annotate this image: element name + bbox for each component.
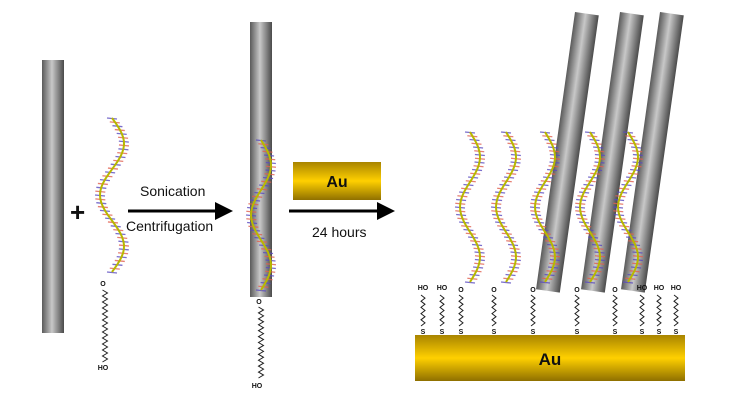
hydroxyl-label: HO: [98, 365, 109, 372]
alkyl-chain: [639, 294, 645, 327]
oxygen-label: O: [100, 281, 106, 288]
alkyl-chain: [439, 294, 445, 327]
alkyl-chain: [574, 294, 580, 327]
sulfur-label: S: [674, 329, 679, 336]
hydroxyl-label: HO: [418, 285, 429, 292]
nanotube-tilted: [621, 12, 684, 293]
sulfur-label: S: [613, 329, 618, 336]
alkyl-chain: [101, 289, 109, 363]
thiol-chains: HO S HO S O S O S O S O S O S HO S HO S HO S: [418, 285, 682, 336]
plus-sign: +: [70, 197, 85, 227]
dna-backbone: [249, 139, 273, 291]
hydroxyl-label: HO: [437, 285, 448, 292]
gold-reagent-block: [293, 162, 381, 200]
base-pair: [539, 281, 551, 284]
dna-backbone: [494, 131, 518, 283]
sulfur-label: S: [575, 329, 580, 336]
dna-backbone: [616, 131, 640, 283]
alkyl-chain: [458, 294, 464, 327]
oxygen-label: O: [256, 299, 262, 306]
alkyl-chain: [530, 294, 536, 327]
alkyl-chain: [612, 294, 618, 327]
sulfur-label: S: [421, 329, 426, 336]
dna-strand-free: O HO: [94, 117, 130, 372]
oxygen-label: O: [574, 287, 580, 294]
sulfur-label: S: [657, 329, 662, 336]
gold-substrate: [415, 335, 685, 381]
alkyl-chain: [673, 294, 679, 327]
nanotube-left: [42, 60, 64, 333]
alkyl-chain: [491, 294, 497, 327]
hydroxyl-label: HO: [637, 285, 648, 292]
centrifugation-label: Centrifugation: [126, 218, 213, 234]
gold-reagent-label: Au: [326, 174, 347, 191]
base-pair: [500, 281, 512, 284]
hydroxyl-label: HO: [252, 383, 263, 390]
sulfur-label: S: [492, 329, 497, 336]
hydroxyl-label: HO: [671, 285, 682, 292]
oxygen-label: O: [491, 287, 497, 294]
dna-backbone: [578, 131, 602, 283]
oxygen-label: O: [458, 287, 464, 294]
alkyl-chain: [420, 294, 426, 327]
base-pair: [255, 289, 267, 292]
base-pair: [622, 281, 634, 284]
nanotube-tilted: [536, 12, 599, 293]
base-pair: [106, 271, 118, 274]
dna-strand-wrapped: O HO: [245, 139, 277, 390]
sulfur-label: S: [459, 329, 464, 336]
base-pair: [464, 281, 476, 284]
time-label: 24 hours: [312, 224, 366, 240]
sulfur-label: S: [531, 329, 536, 336]
base-pair: [584, 281, 596, 284]
sulfur-label: S: [440, 329, 445, 336]
oxygen-label: O: [612, 287, 618, 294]
gold-substrate-label: Au: [539, 350, 562, 369]
dna-backbone: [533, 131, 557, 283]
alkyl-chain: [257, 306, 265, 379]
oxygen-label: O: [530, 287, 536, 294]
dna-backbone: [458, 131, 482, 283]
surface-dna-strands: [454, 131, 644, 284]
tilted-nanotubes: [536, 12, 684, 293]
sonication-label: Sonication: [140, 183, 205, 199]
dna-backbone: [98, 117, 126, 273]
nanotube-tilted: [581, 12, 644, 293]
sulfur-label: S: [640, 329, 645, 336]
nanotube-wrapped: [250, 22, 272, 297]
alkyl-chain: [656, 294, 662, 327]
hydroxyl-label: HO: [654, 285, 665, 292]
